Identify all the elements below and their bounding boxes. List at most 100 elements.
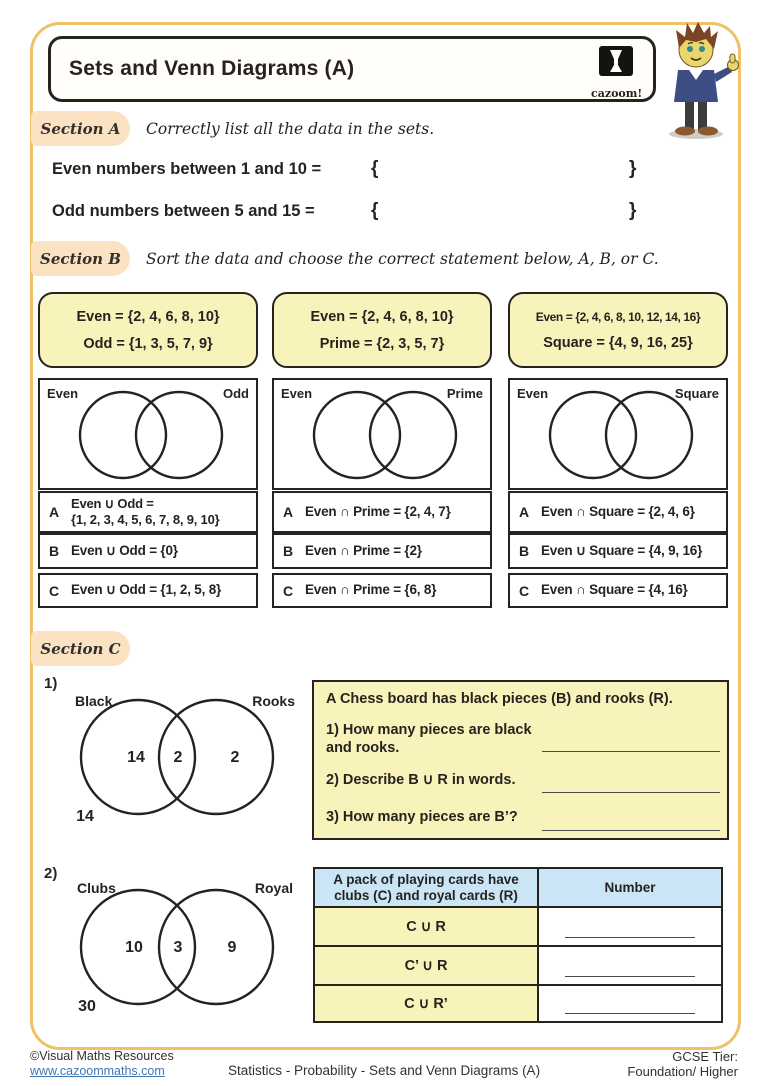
option-a[interactable]: A Even ∪ Odd = {1, 2, 3, 4, 5, 6, 7, 8, … bbox=[38, 491, 258, 533]
open-brace: { bbox=[371, 158, 379, 179]
venn-outside-value: 30 bbox=[78, 998, 96, 1015]
cards-answer-table: A pack of playing cards have clubs (C) a… bbox=[313, 867, 723, 1023]
open-brace: { bbox=[371, 200, 379, 221]
option-text: Even ∪ Square = {4, 9, 16} bbox=[541, 542, 703, 558]
venn-right-label: Rooks bbox=[252, 693, 295, 709]
question-number: 1) bbox=[44, 675, 58, 692]
venn-circles-icon bbox=[548, 390, 694, 480]
option-text: Even ∪ Odd = {1, 2, 5, 8} bbox=[71, 582, 222, 598]
section-c-label: Section C bbox=[31, 631, 130, 666]
set-definitions-box: Even = {2, 4, 6, 8, 10} Prime = {2, 3, 5… bbox=[272, 292, 492, 368]
option-b[interactable]: B Even ∪ Odd = {0} bbox=[38, 533, 258, 569]
table-answer-cell bbox=[537, 945, 721, 984]
page-frame bbox=[30, 22, 741, 1050]
problem-prompt: Odd numbers between 5 and 15 = bbox=[52, 202, 315, 220]
venn-diagram-cards: Clubs Royal 10 3 9 30 bbox=[77, 880, 293, 1015]
option-b[interactable]: B Even ∩ Prime = {2} bbox=[272, 533, 492, 569]
section-b-label: Section B bbox=[31, 241, 130, 276]
set-line: Odd = {1, 3, 5, 7, 9} bbox=[83, 335, 213, 352]
page-title: Sets and Venn Diagrams (A) bbox=[69, 57, 355, 80]
table-row-label: C ∪ R’ bbox=[315, 984, 537, 1021]
option-c[interactable]: C Even ∪ Odd = {1, 2, 5, 8} bbox=[38, 573, 258, 608]
sorting-column-even-square: Even = {2, 4, 6, 8, 10, 12, 14, 16} Squa… bbox=[508, 292, 728, 612]
venn-right-value: 9 bbox=[228, 939, 237, 956]
venn-left-value: 10 bbox=[125, 939, 143, 956]
venn-left-value: 14 bbox=[127, 749, 145, 766]
table-row-label: C ∪ R bbox=[315, 906, 537, 945]
question-2: 2) Describe B ∪ R in words. bbox=[326, 772, 516, 788]
close-brace: } bbox=[629, 158, 637, 179]
answer-blank-1[interactable] bbox=[542, 735, 720, 752]
venn-diagram-chess: Black Rooks 14 2 2 14 bbox=[75, 693, 295, 825]
set-line: Even = {2, 4, 6, 8, 10} bbox=[310, 308, 454, 325]
set-line: Even = {2, 4, 6, 8, 10} bbox=[76, 308, 220, 325]
option-text: Even ∩ Square = {2, 4, 6} bbox=[541, 503, 695, 519]
venn-left-label: Even bbox=[517, 386, 549, 401]
tier-label: GCSE Tier: bbox=[672, 1049, 738, 1064]
venn-diagram-blank[interactable]: Even Square bbox=[508, 378, 728, 490]
question-1-line2: and rooks. bbox=[326, 740, 400, 756]
venn-circles-icon bbox=[312, 390, 458, 480]
answer-blank-table-3[interactable] bbox=[565, 1012, 695, 1014]
table-answer-cell bbox=[537, 984, 721, 1021]
venn-left-label: Even bbox=[281, 386, 313, 401]
option-text: Even ∩ Prime = {2, 4, 7} bbox=[305, 503, 451, 519]
set-definitions-box: Even = {2, 4, 6, 8, 10, 12, 14, 16} Squa… bbox=[508, 292, 728, 368]
answer-blank-2[interactable] bbox=[542, 776, 720, 793]
question-intro: A Chess board has black pieces (B) and r… bbox=[326, 691, 673, 707]
problem-even-numbers: Even numbers between 1 and 10 = { } bbox=[52, 158, 652, 184]
mascot-boy-icon bbox=[669, 22, 739, 139]
answer-blank-3[interactable] bbox=[542, 814, 720, 831]
title-box: Sets and Venn Diagrams (A) cazoom! bbox=[48, 36, 656, 102]
option-text: Even ∩ Prime = {6, 8} bbox=[305, 582, 437, 598]
chess-question-box: A Chess board has black pieces (B) and r… bbox=[312, 680, 729, 840]
section-b-instruction: Sort the data and choose the correct sta… bbox=[146, 250, 659, 268]
venn-right-label: Square bbox=[674, 386, 719, 401]
option-a[interactable]: A Even ∩ Square = {2, 4, 6} bbox=[508, 491, 728, 533]
question-number: 2) bbox=[44, 865, 58, 882]
close-brace: } bbox=[629, 200, 637, 221]
option-text: {1, 2, 3, 4, 5, 6, 7, 8, 9, 10} bbox=[71, 512, 220, 527]
cazoom-logo-icon bbox=[599, 46, 633, 76]
cazoom-logo: cazoom! bbox=[591, 45, 643, 100]
set-line: Prime = {2, 3, 5, 7} bbox=[319, 335, 445, 352]
option-c[interactable]: C Even ∩ Prime = {6, 8} bbox=[272, 573, 492, 608]
table-answer-cell bbox=[537, 906, 721, 945]
option-text: Even ∪ Odd = {0} bbox=[71, 542, 178, 558]
answer-blank-table-2[interactable] bbox=[565, 975, 695, 977]
footer-topic: Statistics - Probability - Sets and Venn… bbox=[227, 1063, 541, 1078]
table-header-number: Number bbox=[537, 869, 721, 906]
tier-value: Foundation/ Higher bbox=[627, 1064, 738, 1079]
venn-outside-value: 14 bbox=[76, 808, 94, 825]
venn-diagram-blank[interactable]: Even Odd bbox=[38, 378, 258, 490]
answer-blank-table-1[interactable] bbox=[565, 936, 695, 938]
set-line: Square = {4, 9, 16, 25} bbox=[543, 334, 693, 351]
website-link[interactable]: www.cazoommaths.com bbox=[30, 1064, 165, 1078]
question-1-line1: 1) How many pieces are black bbox=[326, 722, 532, 738]
venn-right-label: Odd bbox=[223, 386, 249, 401]
option-a[interactable]: A Even ∩ Prime = {2, 4, 7} bbox=[272, 491, 492, 533]
venn-left-label: Even bbox=[47, 386, 79, 401]
problem-odd-numbers: Odd numbers between 5 and 15 = { } bbox=[52, 200, 652, 226]
venn-right-label: Royal bbox=[255, 880, 293, 896]
venn-diagram-blank[interactable]: Even Prime bbox=[272, 378, 492, 490]
problem-prompt: Even numbers between 1 and 10 = bbox=[52, 160, 322, 178]
section-a-label: Section A bbox=[31, 111, 130, 146]
section-a-instruction: Correctly list all the data in the sets. bbox=[146, 120, 435, 138]
sorting-column-even-prime: Even = {2, 4, 6, 8, 10} Prime = {2, 3, 5… bbox=[272, 292, 492, 612]
option-text: Even ∩ Square = {4, 16} bbox=[541, 582, 688, 598]
venn-right-label: Prime bbox=[446, 386, 483, 401]
venn-intersection-value: 2 bbox=[174, 749, 183, 766]
table-header-description: A pack of playing cards have clubs (C) a… bbox=[315, 869, 537, 906]
table-row-label: C’ ∪ R bbox=[315, 945, 537, 984]
sorting-column-even-odd: Even = {2, 4, 6, 8, 10} Odd = {1, 3, 5, … bbox=[38, 292, 258, 612]
option-b[interactable]: B Even ∪ Square = {4, 9, 16} bbox=[508, 533, 728, 569]
footer-tier: GCSE Tier: Foundation/ Higher bbox=[627, 1049, 738, 1079]
set-line: Even = {2, 4, 6, 8, 10, 12, 14, 16} bbox=[535, 309, 701, 324]
cazoom-logo-text: cazoom! bbox=[591, 87, 643, 100]
option-c[interactable]: C Even ∩ Square = {4, 16} bbox=[508, 573, 728, 608]
venn-left-label: Clubs bbox=[77, 880, 116, 896]
venn-intersection-value: 3 bbox=[174, 939, 183, 956]
footer-credits: ©Visual Maths Resources www.cazoommaths.… bbox=[30, 1049, 174, 1079]
